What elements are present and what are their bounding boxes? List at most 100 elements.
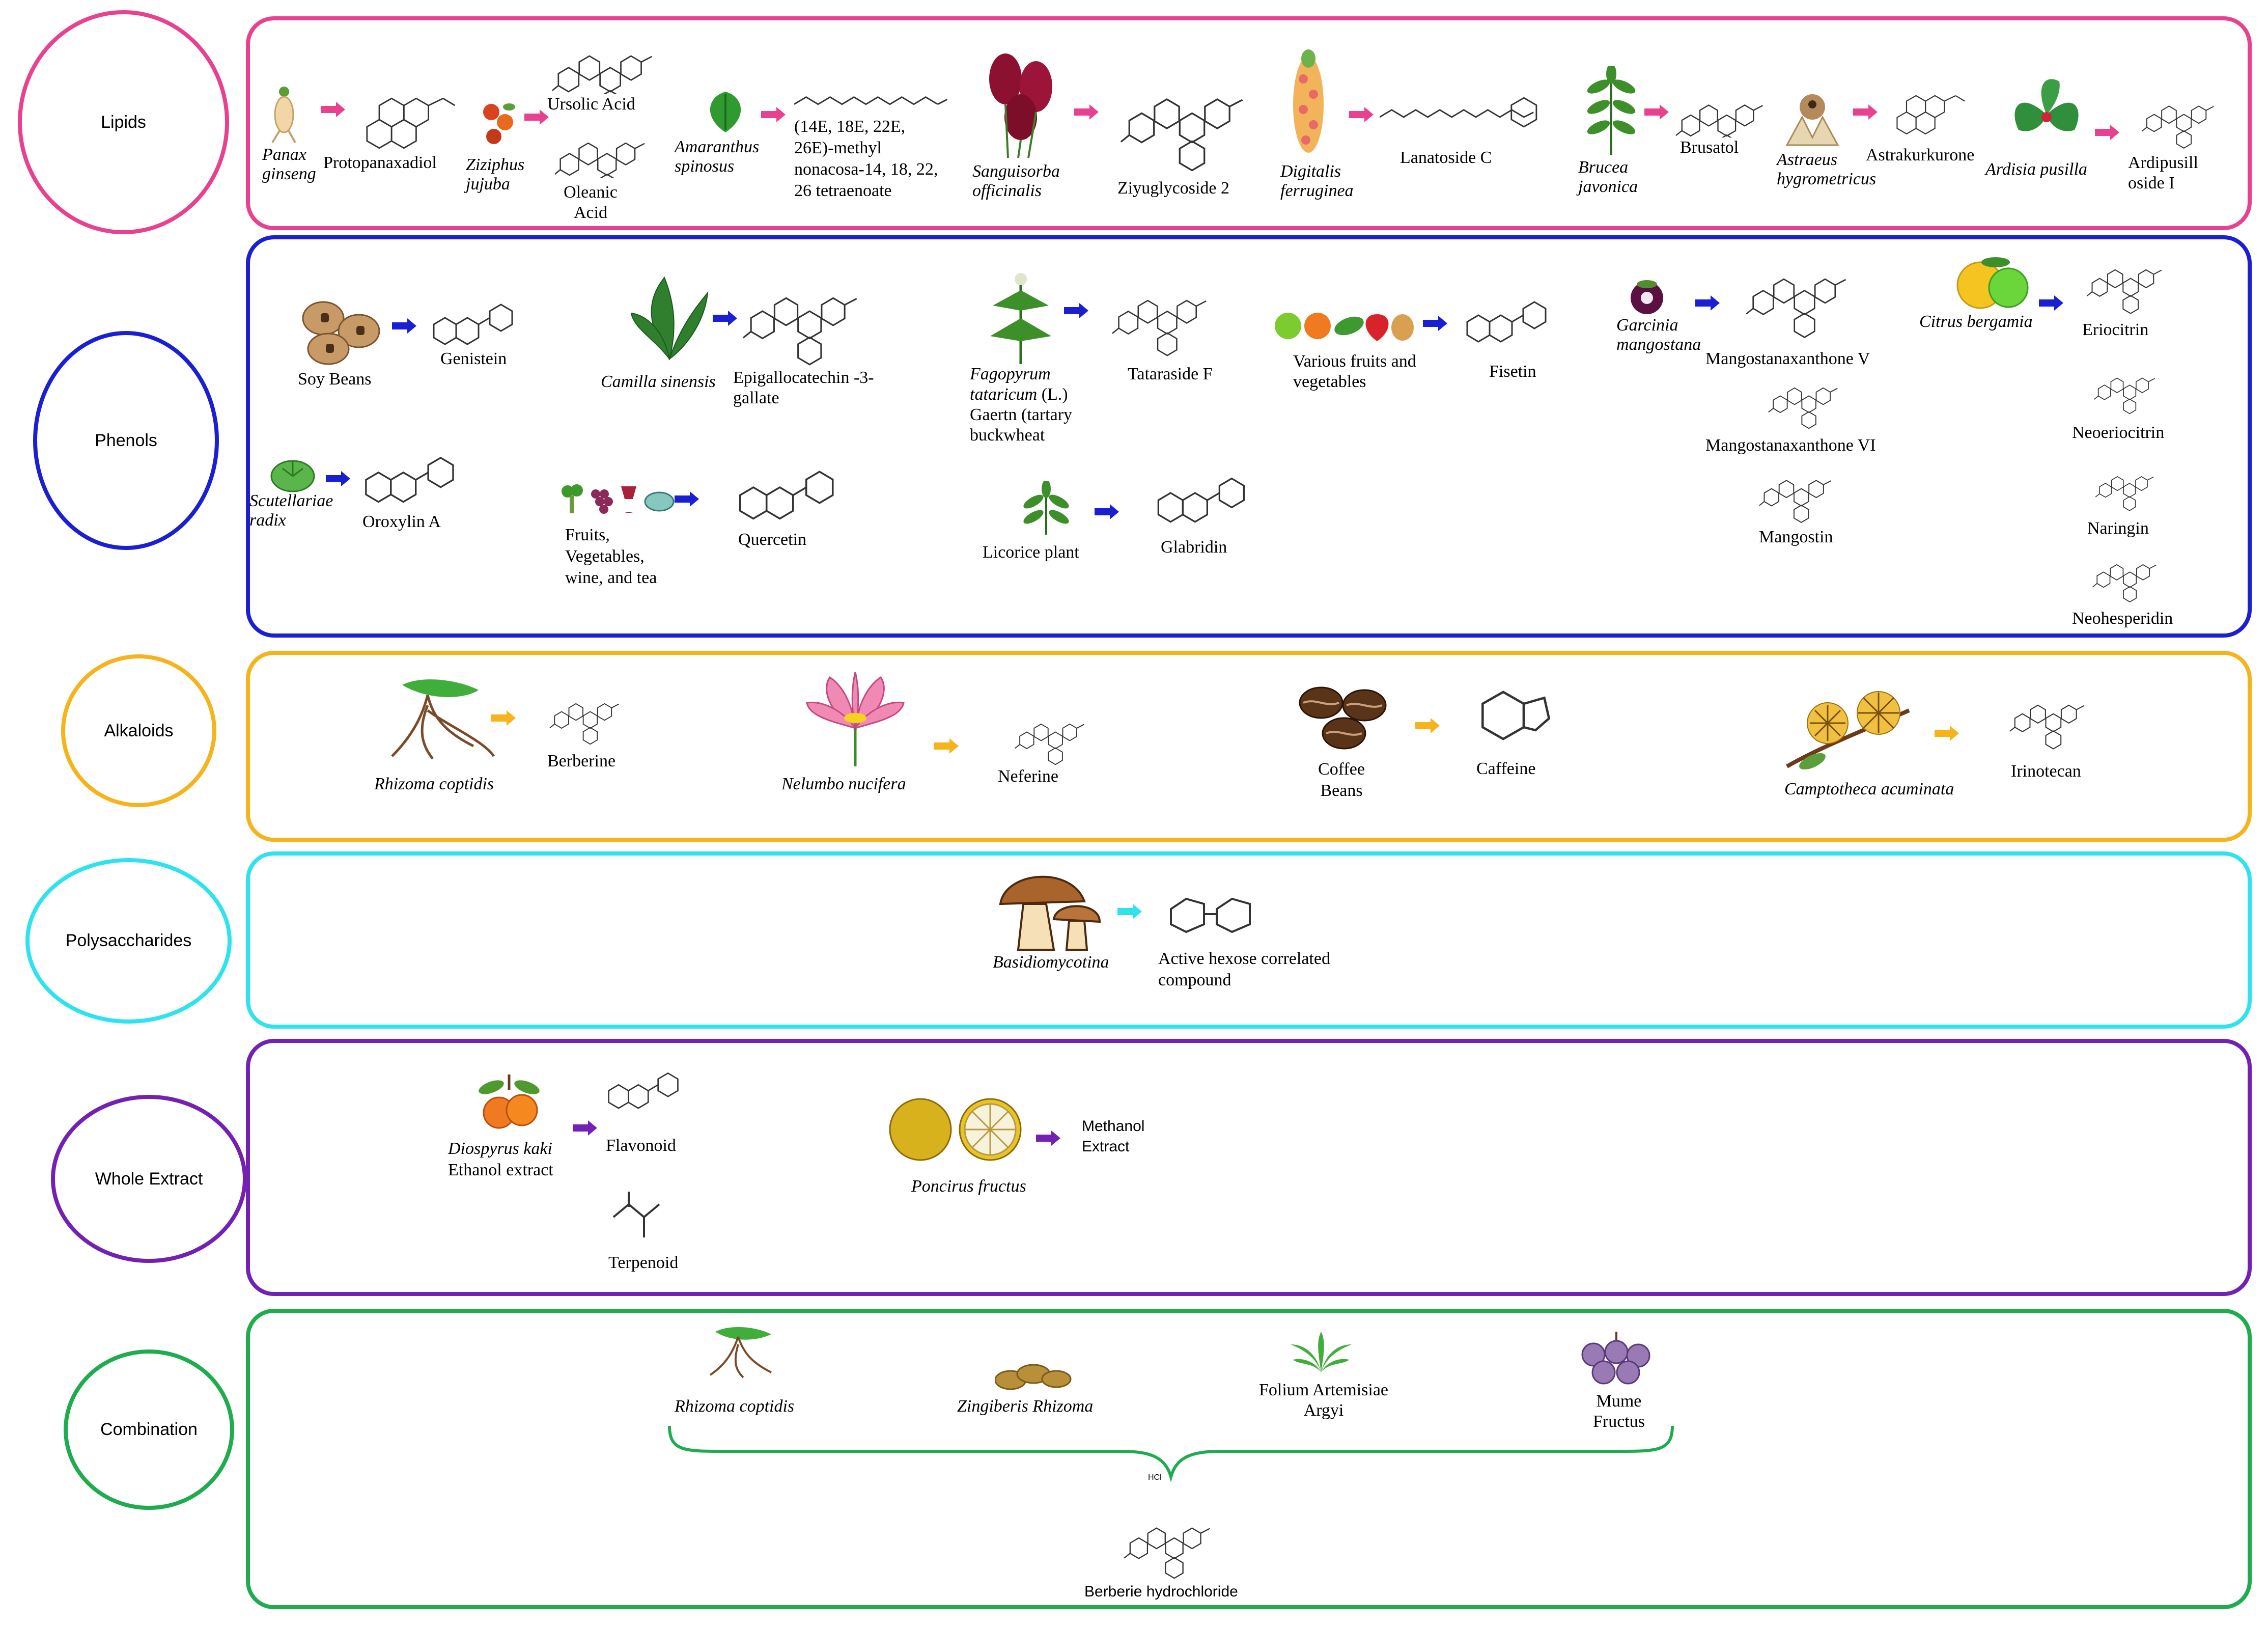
quercetin-label: Quercetin <box>738 530 807 549</box>
arrow-icon <box>761 107 786 122</box>
soy-beans-icon <box>302 301 380 365</box>
digitalis-ferruginea-icon <box>1293 49 1324 153</box>
astrakurkurone-label: Astrakurkurone <box>1866 146 1975 164</box>
arrow-icon <box>491 710 516 726</box>
neoeriocitrin-structure <box>2093 377 2155 415</box>
methanol-extract-label: Methanol Extract <box>1082 1118 1145 1155</box>
panel-whole-extract <box>246 1039 2252 1296</box>
nelumbo-nucifera-icon <box>806 672 905 766</box>
mume-fructus-icon <box>1581 1332 1650 1385</box>
panax-ginseng-icon <box>271 87 296 144</box>
arrow-icon <box>1415 718 1440 733</box>
astraeus-hygrometricus-icon <box>1785 94 1839 146</box>
astrakurkurone-structure <box>1896 95 1966 134</box>
tataraside-f-label: Tataraside F <box>1128 365 1213 383</box>
panax-label: Panax ginseng <box>262 145 316 183</box>
brusatol-structure <box>1675 104 1763 137</box>
terpenoid-structure <box>612 1192 660 1237</box>
scutellariae-label: Scutellariae radix <box>249 491 333 530</box>
folium-artemisiae-icon <box>1291 1332 1352 1372</box>
combination-brace <box>668 1425 1674 1482</box>
ardipusilloside-structure <box>2141 105 2215 149</box>
poncirus-fructus-icon <box>889 1098 1022 1161</box>
arrow-icon <box>675 491 699 507</box>
basidiomycotina-icon <box>999 875 1101 951</box>
berberine-label: Berberine <box>547 752 616 770</box>
arrow-icon <box>2039 295 2063 311</box>
glabridin-label: Glabridin <box>1161 538 1227 557</box>
folium-artemisiae-label: Folium Artemisiae Argyi <box>1258 1381 1389 1420</box>
category-whole-extract-label: Whole Extract <box>95 1169 203 1189</box>
panel-phenols <box>246 235 2252 638</box>
neoeriocitrin-label: Neoeriocitrin <box>2072 423 2165 442</box>
category-lipids-label: Lipids <box>101 112 146 132</box>
fruits-vegetables-wine-tea-icon <box>562 484 675 514</box>
eriocitrin-structure <box>2086 269 2162 314</box>
brucea-label: Brucea javonica <box>1578 158 1638 196</box>
neferine-structure <box>1014 723 1085 765</box>
licorice-label: Licorice plant <box>983 543 1079 562</box>
soy-beans-label: Soy Beans <box>298 370 372 389</box>
citrus-bergamia-icon <box>1956 257 2029 309</box>
naringin-label: Naringin <box>2087 519 2149 538</box>
category-alkaloids-label: Alkaloids <box>104 721 174 740</box>
mangostanaxanthone-vi-structure <box>1768 387 1838 429</box>
diospyrus-kaki-icon <box>479 1074 540 1129</box>
protopanaxadiol-structure <box>366 97 456 149</box>
coffee-beans-icon <box>1299 686 1387 750</box>
mangostin-label: Mangostin <box>1759 528 1833 546</box>
irinotecan-label: Irinotecan <box>2011 762 2081 781</box>
ziyuglycoside-label: Ziyuglycoside 2 <box>1117 179 1230 198</box>
berberie-hydrochloride-label: Berberie hydrochloride <box>1084 1583 1238 1600</box>
berberie-hydrochloride-structure <box>1124 1527 1211 1579</box>
sanguisorba-officinalis-icon <box>989 53 1052 158</box>
arrow-icon <box>713 311 737 326</box>
oleanic-acid-label: Oleanic Acid <box>564 183 618 222</box>
category-alkaloids: Alkaloids <box>61 654 216 807</box>
arrow-icon <box>326 471 350 486</box>
glabridin-structure <box>1157 477 1245 523</box>
fagopyrum-italic: Fagopyrum tataricum <box>970 365 1051 404</box>
category-polysaccharides: Polysaccharides <box>25 858 232 1024</box>
category-combination-label: Combination <box>100 1420 198 1439</box>
arrow-icon <box>934 738 959 754</box>
arrow-icon <box>1423 316 1447 331</box>
arrow-icon <box>1695 295 1720 311</box>
brusatol-label: Brusatol <box>1680 138 1739 157</box>
ardisia-label: Ardisia pusilla <box>1985 160 2087 179</box>
zingiberis-rhizoma-icon <box>995 1364 1072 1390</box>
citrus-label: Citrus bergamia <box>1919 312 2033 331</box>
camilla-sinensis-icon <box>630 277 709 361</box>
category-phenols: Phenols <box>33 331 219 550</box>
arrow-icon <box>321 102 345 117</box>
diospyrus-italic: Diospyrus kaki <box>448 1139 552 1158</box>
licorice-plant-icon <box>1023 481 1069 535</box>
zingiberis-label: Zingiberis Rhizoma <box>957 1397 1094 1416</box>
camptotheca-label: Camptotheca acuminata <box>1784 780 1954 798</box>
arrow-icon <box>1095 504 1119 519</box>
category-whole-extract: Whole Extract <box>51 1095 247 1263</box>
arrow-icon <box>524 109 549 125</box>
hcl-label: HCl <box>1148 1473 1162 1482</box>
rhizoma-coptidis-icon <box>391 679 495 760</box>
camptotheca-acuminata-icon <box>1786 691 1910 770</box>
arrow-icon <box>1349 107 1374 122</box>
egcg-structure <box>743 297 858 366</box>
arrow-icon <box>1036 1131 1060 1146</box>
ziziphus-label: Ziziphus jujuba <box>466 155 525 194</box>
fisetin-label: Fisetin <box>1489 362 1536 381</box>
neferine-label: Neferine <box>998 767 1058 786</box>
fagopyrum-rest: (L.) Gaertn (tartary buckwheat <box>970 385 1073 445</box>
panel-combination <box>246 1309 2252 1609</box>
garcinia-label: Garcinia mangostana <box>1616 316 1701 354</box>
category-lipids: Lipids <box>18 10 229 234</box>
mume-fructus-label: Mume Fructus <box>1593 1392 1645 1431</box>
arrow-icon <box>1935 726 1959 741</box>
genistein-structure <box>433 304 513 345</box>
lanatoside-c-structure <box>1380 97 1537 128</box>
arrow-icon <box>573 1120 597 1136</box>
rhizoma-coptidis-combination-icon <box>709 1327 772 1379</box>
protopanaxadiol-label: Protopanaxadiol <box>323 153 437 172</box>
mangostanaxanthone-vi-label: Mangostanaxanthone VI <box>1705 436 1876 455</box>
arrow-icon <box>1117 904 1142 919</box>
